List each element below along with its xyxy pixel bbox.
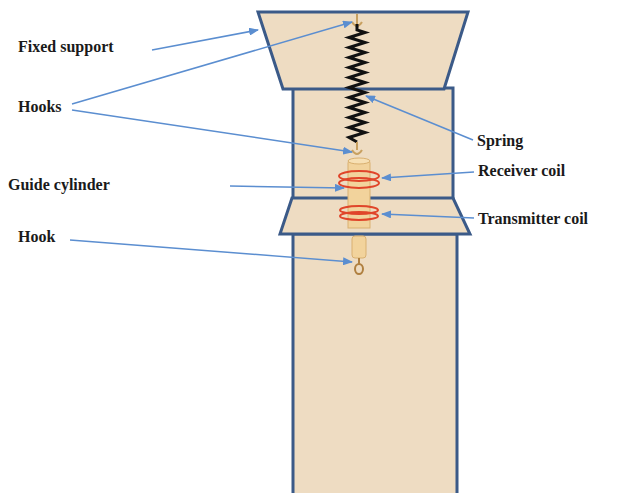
hook-ring	[355, 264, 363, 274]
spring-hook	[352, 142, 362, 154]
part-label: Receiver coil	[478, 162, 565, 180]
leader-line	[70, 240, 352, 262]
part-label: Fixed support	[18, 38, 114, 56]
part-label: Hook	[18, 228, 55, 246]
part-label: Hooks	[18, 98, 62, 116]
receiver-coil	[339, 178, 379, 188]
spring	[349, 24, 365, 142]
hook-body	[352, 236, 366, 258]
leader-line	[152, 30, 258, 50]
part-label: Transmitter coil	[478, 210, 588, 228]
leader-line	[366, 96, 473, 140]
lower-column	[293, 234, 457, 493]
leader-line	[382, 172, 474, 178]
leader-lines	[70, 22, 474, 262]
upper-column	[293, 88, 453, 200]
transmitter-coil	[340, 212, 378, 220]
leader-line	[72, 110, 352, 152]
cylinder-top	[348, 158, 370, 164]
leader-line	[382, 214, 474, 218]
part-label: Guide cylinder	[8, 176, 110, 194]
guide-cylinder	[348, 160, 370, 208]
leader-line	[230, 186, 344, 188]
coil-core	[348, 206, 370, 228]
part-label: Spring	[477, 132, 523, 150]
leader-line	[72, 22, 352, 104]
